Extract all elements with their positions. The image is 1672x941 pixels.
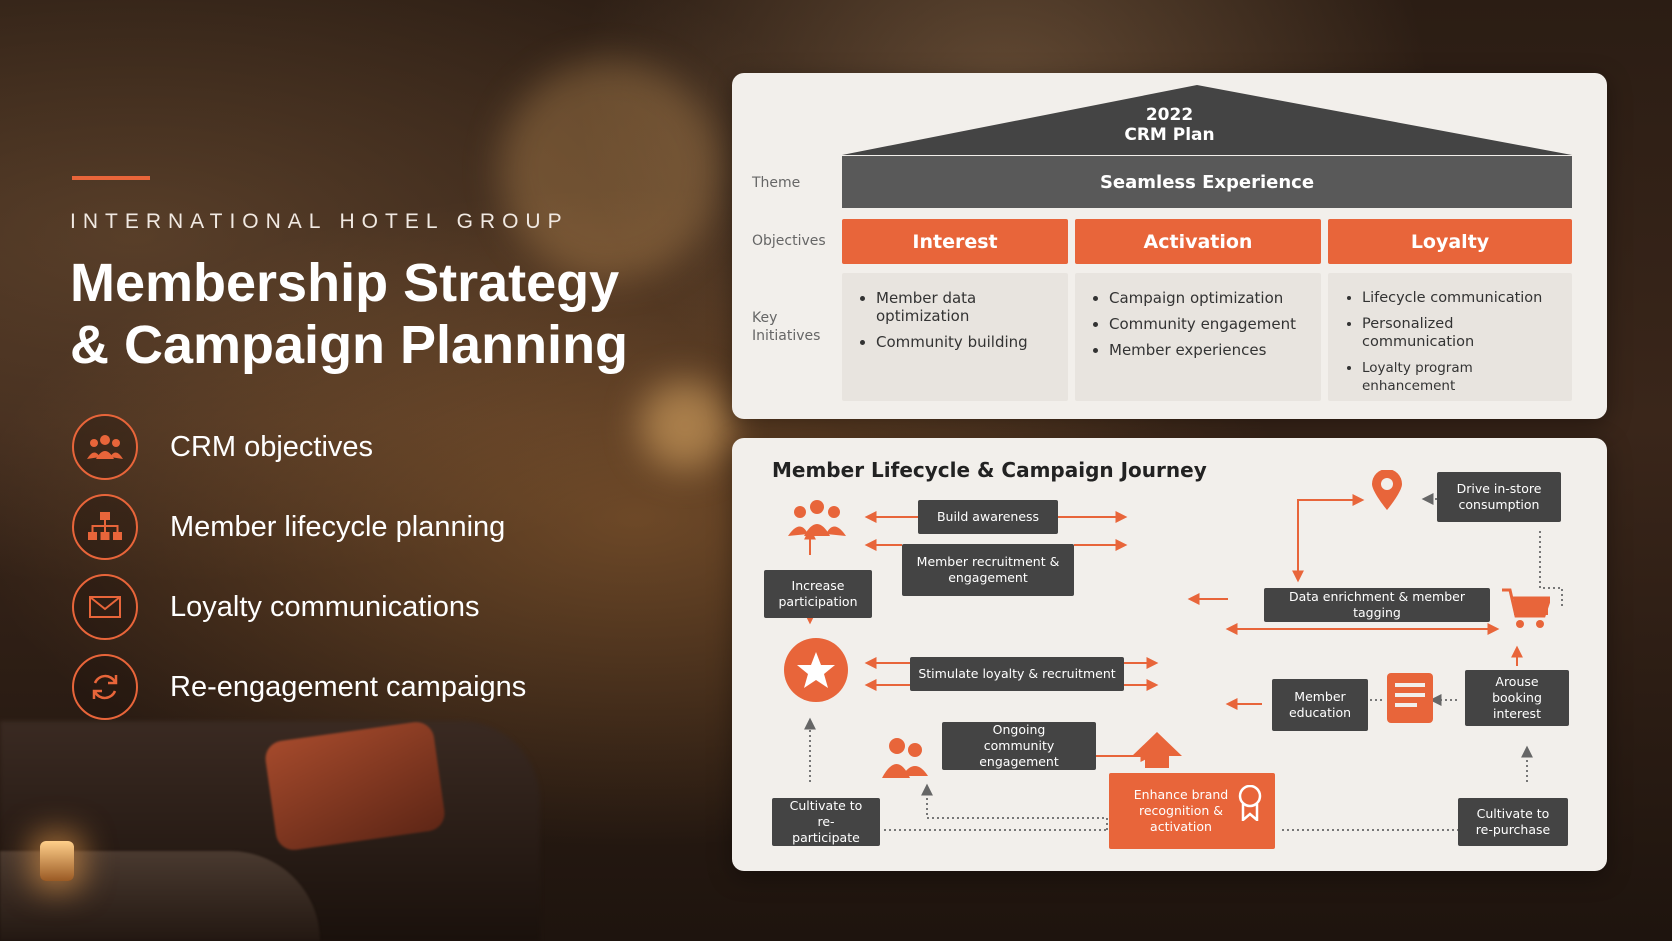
feature-member-lifecycle: Member lifecycle planning xyxy=(72,494,505,560)
refresh-icon xyxy=(72,654,138,720)
initiative-item: Personalized communication xyxy=(1362,315,1566,351)
step-data-enrichment: Data enrichment & member tagging xyxy=(1264,588,1490,622)
people-group-icon xyxy=(72,414,138,480)
crm-plan-panel: 2022 CRM Plan Theme Objectives Key Initi… xyxy=(732,73,1607,419)
initiatives-label-line-1: Key xyxy=(752,310,778,326)
step-enhance-brand-label: Enhance brand recognition & activation xyxy=(1133,787,1229,834)
initiative-item: Lifecycle communication xyxy=(1362,289,1566,307)
feature-label: Member lifecycle planning xyxy=(170,510,506,543)
step-member-education: Member education xyxy=(1272,679,1368,731)
step-stimulate-loyalty: Stimulate loyalty & recruitment xyxy=(910,657,1124,691)
journey-connectors xyxy=(804,493,1563,831)
plan-name: CRM Plan xyxy=(1124,125,1215,145)
objective-loyalty: Loyalty xyxy=(1328,219,1572,264)
objectives-label: Objectives xyxy=(752,233,826,249)
envelope-icon xyxy=(72,574,138,640)
feature-crm-objectives: CRM objectives xyxy=(72,414,373,480)
star-badge-icon xyxy=(784,638,848,702)
shopping-cart-icon xyxy=(1502,588,1550,628)
title-line-1: Membership Strategy xyxy=(70,253,620,313)
initiatives-interest: Member data optimization Community build… xyxy=(842,273,1068,401)
title-line-2: & Campaign Planning xyxy=(70,315,629,375)
theme-bar: Seamless Experience xyxy=(842,156,1572,208)
initiative-item: Member experiences xyxy=(1109,341,1311,359)
objective-activation: Activation xyxy=(1075,219,1321,264)
eyebrow-text: INTERNATIONAL HOTEL GROUP xyxy=(70,210,569,233)
initiative-item: Community engagement xyxy=(1109,315,1311,333)
step-increase-participation: Increase participation xyxy=(764,570,872,618)
feature-label: Re-engagement campaigns xyxy=(170,670,527,703)
people-group-icon xyxy=(788,500,846,536)
initiatives-label-line-2: Initiatives xyxy=(752,328,821,344)
initiative-item: Loyalty program enhancement xyxy=(1362,359,1566,395)
step-build-awareness: Build awareness xyxy=(918,500,1058,534)
step-ongoing-community: Ongoing community engagement xyxy=(942,722,1096,770)
initiatives-loyalty: Lifecycle communication Personalized com… xyxy=(1328,273,1572,401)
step-drive-instore: Drive in-store consumption xyxy=(1437,472,1561,522)
community-people-icon xyxy=(882,738,928,778)
initiatives-label: Key Initiatives xyxy=(752,309,820,345)
step-cultivate-reparticipate: Cultivate to re-participate xyxy=(772,798,880,846)
feature-label: Loyalty communications xyxy=(170,590,480,623)
award-ribbon-icon xyxy=(1238,785,1262,821)
theme-label: Theme xyxy=(752,175,801,191)
initiative-item: Campaign optimization xyxy=(1109,289,1311,307)
objective-interest: Interest xyxy=(842,219,1068,264)
feature-loyalty-communications: Loyalty communications xyxy=(72,574,479,640)
background-light-glow xyxy=(500,60,720,280)
journey-panel: Member Lifecycle & Campaign Journey Buil… xyxy=(732,438,1607,871)
plan-year: 2022 xyxy=(1145,105,1194,125)
journey-title: Member Lifecycle & Campaign Journey xyxy=(772,458,1207,482)
initiative-item: Community building xyxy=(876,333,1058,351)
background-lamp-glow xyxy=(640,380,730,470)
feature-label: CRM objectives xyxy=(170,430,374,463)
document-list-icon xyxy=(1387,673,1433,723)
location-pin-icon xyxy=(1372,470,1402,510)
accent-line xyxy=(72,176,150,180)
step-member-recruitment: Member recruitment & engagement xyxy=(902,544,1074,596)
step-arouse-booking: Arouse booking interest xyxy=(1465,670,1569,726)
initiatives-activation: Campaign optimization Community engageme… xyxy=(1075,273,1321,401)
step-cultivate-repurchase: Cultivate to re-purchase xyxy=(1458,798,1568,846)
crm-plan-roof xyxy=(842,85,1572,155)
step-enhance-brand: Enhance brand recognition & activation xyxy=(1109,773,1275,849)
feature-re-engagement: Re-engagement campaigns xyxy=(72,654,526,720)
initiative-item: Member data optimization xyxy=(876,289,1058,325)
page-title: Membership Strategy & Campaign Planning xyxy=(70,252,690,376)
org-chart-icon xyxy=(72,494,138,560)
background-candle xyxy=(40,841,74,881)
background-pillow xyxy=(263,719,447,853)
